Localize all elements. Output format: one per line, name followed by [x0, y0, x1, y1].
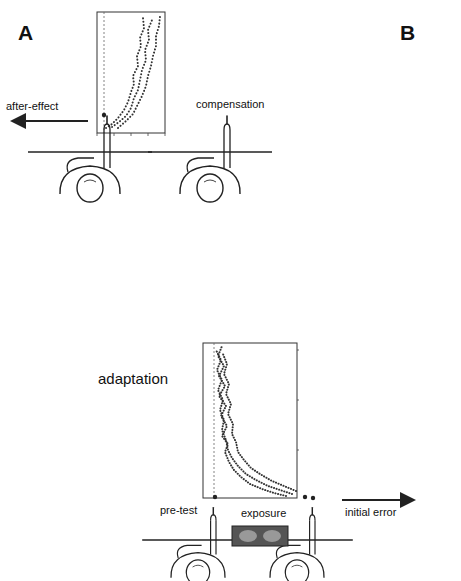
panel-letter: A	[18, 20, 33, 45]
condition-label: compensation	[196, 98, 265, 111]
condition-label: after-effect	[6, 100, 58, 113]
condition-label: exposure	[241, 507, 286, 520]
phase-label: adaptation	[98, 370, 168, 388]
condition-label: initial error	[345, 506, 396, 519]
panel-letter: B	[400, 20, 415, 45]
condition-label: pre-test	[160, 504, 197, 517]
